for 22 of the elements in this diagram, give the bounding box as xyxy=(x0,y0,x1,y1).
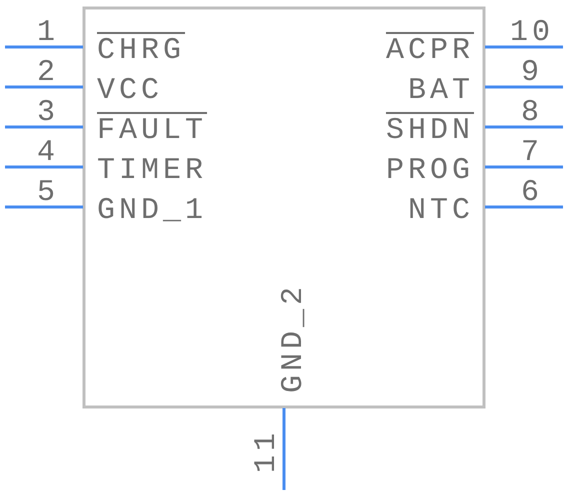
pin-name: FAULT xyxy=(97,116,208,146)
pin-name: NTC xyxy=(408,196,474,226)
pin-name: PROG xyxy=(386,156,474,186)
pin-name: GND_2 xyxy=(279,282,309,393)
pin-number: 1 xyxy=(37,18,59,48)
pin-number: 4 xyxy=(37,138,59,168)
pin-number: 3 xyxy=(37,98,59,128)
pin-name: BAT xyxy=(408,76,474,106)
pin-name: SHDN xyxy=(386,116,474,146)
pin-name: GND_1 xyxy=(97,196,208,226)
pin-number: 9 xyxy=(521,58,543,88)
pin-number: 2 xyxy=(37,58,59,88)
pin-name: VCC xyxy=(97,76,164,106)
pin-name: ACPR xyxy=(386,36,474,66)
pin-number: 10 xyxy=(510,18,554,48)
pin-name: CHRG xyxy=(97,36,186,66)
pin-number: 5 xyxy=(37,178,59,208)
pin-number: 7 xyxy=(521,138,543,168)
pin-number: 11 xyxy=(252,428,282,473)
pin-number: 8 xyxy=(521,98,543,128)
pin-name: TIMER xyxy=(97,156,208,186)
pin-number: 6 xyxy=(521,178,543,208)
